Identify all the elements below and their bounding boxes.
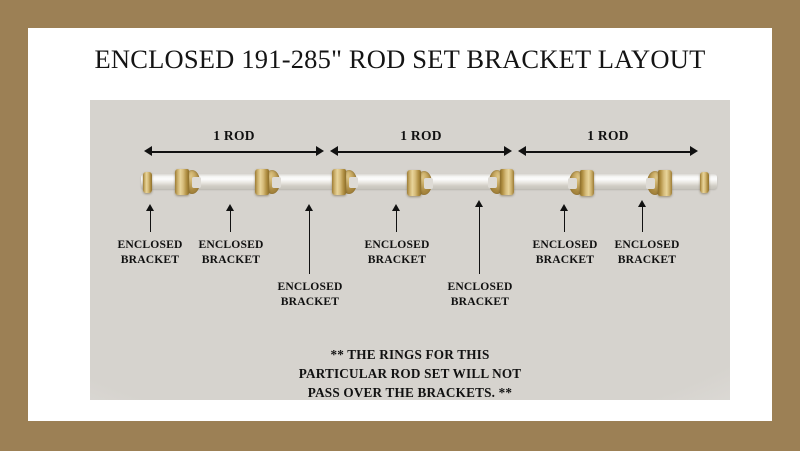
arrow-right-icon [690, 146, 698, 156]
arrow-shaft [563, 210, 566, 232]
rod-endcap-right [700, 169, 711, 197]
rod-span-line [524, 151, 692, 153]
footnote-line-1: ** THE RINGS FOR THIS [330, 347, 490, 362]
bracket-1 [174, 168, 201, 196]
bracket-label-1: ENCLOSED BRACKET [105, 238, 195, 268]
bracket-label-line1: ENCLOSED [532, 238, 598, 251]
arrow-left-icon [518, 146, 526, 156]
rod-span-3: 1 ROD [518, 128, 698, 160]
bracket-label-line1: ENCLOSED [364, 238, 430, 251]
bracket-7 [646, 169, 673, 197]
bracket-2 [254, 168, 281, 196]
bracket-6 [568, 169, 595, 197]
slide-page: ENCLOSED 191-285" ROD SET BRACKET LAYOUT… [28, 28, 772, 421]
bracket-label-line1: ENCLOSED [117, 238, 183, 251]
bracket-notch [488, 176, 497, 188]
arrow-up-icon [560, 204, 568, 211]
callout-arrow-4 [392, 204, 401, 232]
callout-arrow-3 [305, 204, 314, 274]
rod-endcap-left [143, 169, 154, 197]
bracket-notch [646, 177, 655, 189]
rod-span-line [150, 151, 318, 153]
footnote-line-3: PASS OVER THE BRACKETS. ** [307, 385, 513, 400]
bracket-label-line1: ENCLOSED [198, 238, 264, 251]
arrow-up-icon [226, 204, 234, 211]
bracket-label-5: ENCLOSED BRACKET [435, 280, 525, 310]
arrow-right-icon [504, 146, 512, 156]
bracket-label-4: ENCLOSED BRACKET [352, 238, 442, 268]
bracket-label-line2: BRACKET [280, 294, 340, 308]
bracket-body [175, 169, 189, 195]
bracket-3 [331, 168, 358, 196]
callout-arrow-1 [146, 204, 155, 232]
bracket-label-line1: ENCLOSED [614, 238, 680, 251]
arrow-left-icon [330, 146, 338, 156]
rod-span-label: 1 ROD [400, 128, 442, 143]
bracket-body [255, 169, 269, 195]
rod-span-1: 1 ROD [144, 128, 324, 160]
arrow-up-icon [392, 204, 400, 211]
bracket-notch [568, 177, 577, 189]
page-title: ENCLOSED 191-285" ROD SET BRACKET LAYOUT [94, 44, 706, 74]
rod-span-label: 1 ROD [213, 128, 255, 143]
bracket-body [580, 170, 594, 196]
arrow-shaft [308, 210, 311, 274]
callout-arrow-6 [560, 204, 569, 232]
callout-arrow-2 [226, 204, 235, 232]
rod-diagram-panel: 1 ROD 1 ROD 1 ROD [90, 100, 730, 400]
callout-arrow-5 [475, 200, 484, 274]
arrow-right-icon [316, 146, 324, 156]
bracket-notch [424, 177, 433, 189]
bracket-label-line2: BRACKET [617, 252, 677, 266]
bracket-label-2: ENCLOSED BRACKET [186, 238, 276, 268]
arrow-shaft [478, 206, 481, 274]
bracket-label-line2: BRACKET [535, 252, 595, 266]
bracket-body [658, 170, 672, 196]
bracket-notch [349, 176, 358, 188]
bracket-body [407, 170, 421, 196]
bracket-label-line2: BRACKET [120, 252, 180, 266]
footnote-line-2: PARTICULAR ROD SET WILL NOT [298, 366, 522, 381]
rod-span-line [336, 151, 506, 153]
callout-arrow-7 [638, 200, 647, 232]
bracket-label-line2: BRACKET [450, 294, 510, 308]
arrow-up-icon [475, 200, 483, 207]
arrow-shaft [149, 210, 152, 232]
arrow-shaft [395, 210, 398, 232]
rod-span-label: 1 ROD [587, 128, 629, 143]
arrow-shaft [641, 206, 644, 232]
bracket-label-line2: BRACKET [367, 252, 427, 266]
bracket-body [500, 169, 514, 195]
bracket-body [332, 169, 346, 195]
bracket-label-7: ENCLOSED BRACKET [602, 238, 692, 268]
arrow-up-icon [638, 200, 646, 207]
bracket-label-6: ENCLOSED BRACKET [520, 238, 610, 268]
bracket-label-line2: BRACKET [201, 252, 261, 266]
bracket-5 [488, 168, 515, 196]
arrow-left-icon [144, 146, 152, 156]
bracket-4 [406, 169, 433, 197]
bracket-label-3: ENCLOSED BRACKET [265, 280, 355, 310]
bracket-label-line1: ENCLOSED [277, 280, 343, 293]
arrow-up-icon [146, 204, 154, 211]
rod-span-2: 1 ROD [330, 128, 512, 160]
bracket-notch [192, 176, 201, 188]
bracket-notch [272, 176, 281, 188]
footnote: ** THE RINGS FOR THIS PARTICULAR ROD SET… [90, 345, 730, 402]
arrow-shaft [229, 210, 232, 232]
arrow-up-icon [305, 204, 313, 211]
bracket-label-line1: ENCLOSED [447, 280, 513, 293]
